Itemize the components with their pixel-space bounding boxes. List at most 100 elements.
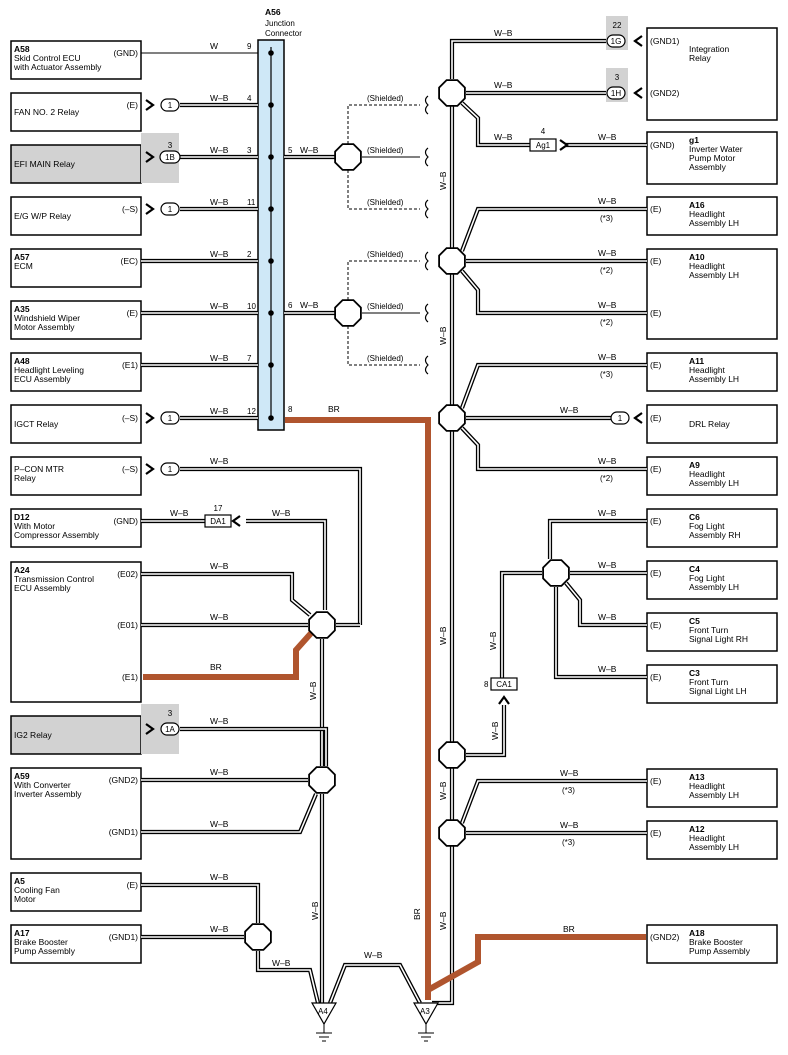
vertical-label-bus-1: W–B [438, 171, 448, 190]
box-a58-id: A58 [14, 44, 30, 54]
box-a17 [10, 924, 142, 964]
note-a11: (*3) [600, 370, 613, 379]
box-a24-id: A24 [14, 565, 30, 575]
chevron-ca1 [498, 695, 510, 705]
shield-bot-1 [347, 321, 420, 366]
vertical-label-a59: W–B [310, 901, 320, 920]
wire-label-a35: W–B [210, 301, 229, 311]
box-a9 [646, 456, 778, 496]
box-a24-name-1: ECU Assembly [14, 583, 71, 593]
jpin-fan2: 4 [247, 94, 252, 103]
wire-integ-gnd1-core [451, 40, 612, 79]
shield-bot-0 [347, 165, 420, 210]
wire-label-egwp: W–B [210, 197, 229, 207]
wire-label-a24-e02: W–B [210, 561, 229, 571]
conn-num-ca1: 8 [484, 680, 489, 689]
junction-dot-6 [268, 362, 274, 368]
shield-bracket-1-1 [424, 303, 429, 323]
box-a13 [646, 768, 778, 808]
wire-a11-core [461, 364, 647, 409]
box-a12-pin-0: (E) [650, 828, 662, 838]
conn-1g-label: 1G [611, 37, 622, 46]
wire-a13-core [461, 780, 647, 824]
conn-da1-label: DA1 [210, 517, 226, 526]
note-a10-1: (*2) [600, 266, 613, 275]
conn-1h [606, 86, 626, 100]
wire-a10-2-core [461, 270, 647, 314]
box-a24-name-0: Transmission Control [14, 574, 94, 584]
chevron-egwp [145, 203, 155, 215]
box-a10-pin-1: (E) [650, 308, 662, 318]
conn-num-efi: 3 [168, 141, 173, 150]
box-a12-name-1: Assembly LH [689, 842, 739, 852]
box-a59-pin-0: (GND2) [109, 775, 138, 785]
shield-bracket-0-0 [424, 95, 429, 115]
box-a13-name-0: Headlight [689, 781, 726, 791]
conn-num-1g: 22 [613, 21, 622, 30]
wire-ca1-bus-core [466, 705, 505, 756]
wire-fog-ca1 [499, 570, 542, 678]
wire-label-integ-gnd2: W–B [494, 80, 513, 90]
wire-label-d12-a: W–B [170, 508, 189, 518]
splice-fog [542, 559, 570, 587]
box-c4-name-0: Fog Light [689, 573, 725, 583]
box-fan2-pin-0: (E) [127, 100, 139, 110]
wire-pcon [180, 466, 363, 625]
box-g1-name-1: Pump Motor [689, 153, 735, 163]
box-integ-pin-0: (GND1) [650, 36, 679, 46]
box-pcon-pin-0: (–S) [122, 464, 138, 474]
note-a13: (*3) [562, 786, 575, 795]
box-fan2-name-0: FAN NO. 2 Relay [14, 107, 80, 117]
wire-a5-down-core [257, 951, 319, 1004]
wire-a16-core [461, 208, 647, 252]
wire-a4-a3-core [329, 964, 421, 1004]
box-d12-name-1: Compressor Assembly [14, 530, 100, 540]
box-egwp-pin-0: (–S) [122, 204, 138, 214]
box-a18-id: A18 [689, 928, 705, 938]
wire-label-a48: W–B [210, 353, 229, 363]
wire-label-a12: W–B [560, 820, 579, 830]
box-a24 [10, 561, 142, 703]
box-g1-name-2: Assembly [689, 162, 727, 172]
box-c3-pin-0: (E) [650, 672, 662, 682]
vertical-label-a24: W–B [308, 681, 318, 700]
box-d12-id: D12 [14, 512, 30, 522]
box-a10-id: A10 [689, 252, 705, 262]
wire-label-a4-a3: W–B [364, 950, 383, 960]
br-wire-junction-a3 [285, 417, 431, 1000]
shield-bracket-1-0 [424, 251, 429, 271]
wire-label-g1-b: W–B [598, 132, 617, 142]
shield-bracket-1-2 [424, 355, 429, 375]
box-c6-id: C6 [689, 512, 700, 522]
wire-label-drl: W–B [560, 405, 579, 415]
junction-dot-7 [268, 415, 274, 421]
conn-num-ig2: 3 [168, 709, 173, 718]
wire-main-bus [432, 106, 455, 1006]
wire-label-a5: W–B [210, 872, 229, 882]
box-a5-name-0: Cooling Fan [14, 885, 60, 895]
box-c6-name-1: Assembly RH [689, 530, 740, 540]
box-a59-name-0: With Converter [14, 780, 71, 790]
box-a11-name-0: Headlight [689, 365, 726, 375]
vertical-label-bus-4: W–B [438, 781, 448, 800]
box-d12-pin-0: (GND) [113, 516, 138, 526]
wire-label-a24-e01: W–B [210, 612, 229, 622]
conn-num-da1: 17 [214, 504, 223, 513]
splice-a10 [438, 247, 466, 275]
box-drl-pin-0: (E) [650, 413, 662, 423]
shielded-label-1-1: (Shielded) [367, 302, 404, 311]
wire-a24-e02 [141, 571, 312, 617]
wire-ig2 [180, 726, 329, 766]
box-a10-name-0: Headlight [689, 261, 726, 271]
box-a59 [10, 767, 142, 860]
box-c5 [646, 612, 778, 652]
conn-drl [610, 411, 630, 425]
box-egwp-name-0: E/G W/P Relay [14, 211, 72, 221]
box-a9-id: A9 [689, 460, 700, 470]
box-a24-pin-0: (E02) [117, 569, 138, 579]
box-ig2 [10, 715, 142, 755]
box-a18-name-1: Pump Assembly [689, 946, 751, 956]
wire-d12-b [246, 518, 328, 610]
box-a5 [10, 872, 142, 912]
